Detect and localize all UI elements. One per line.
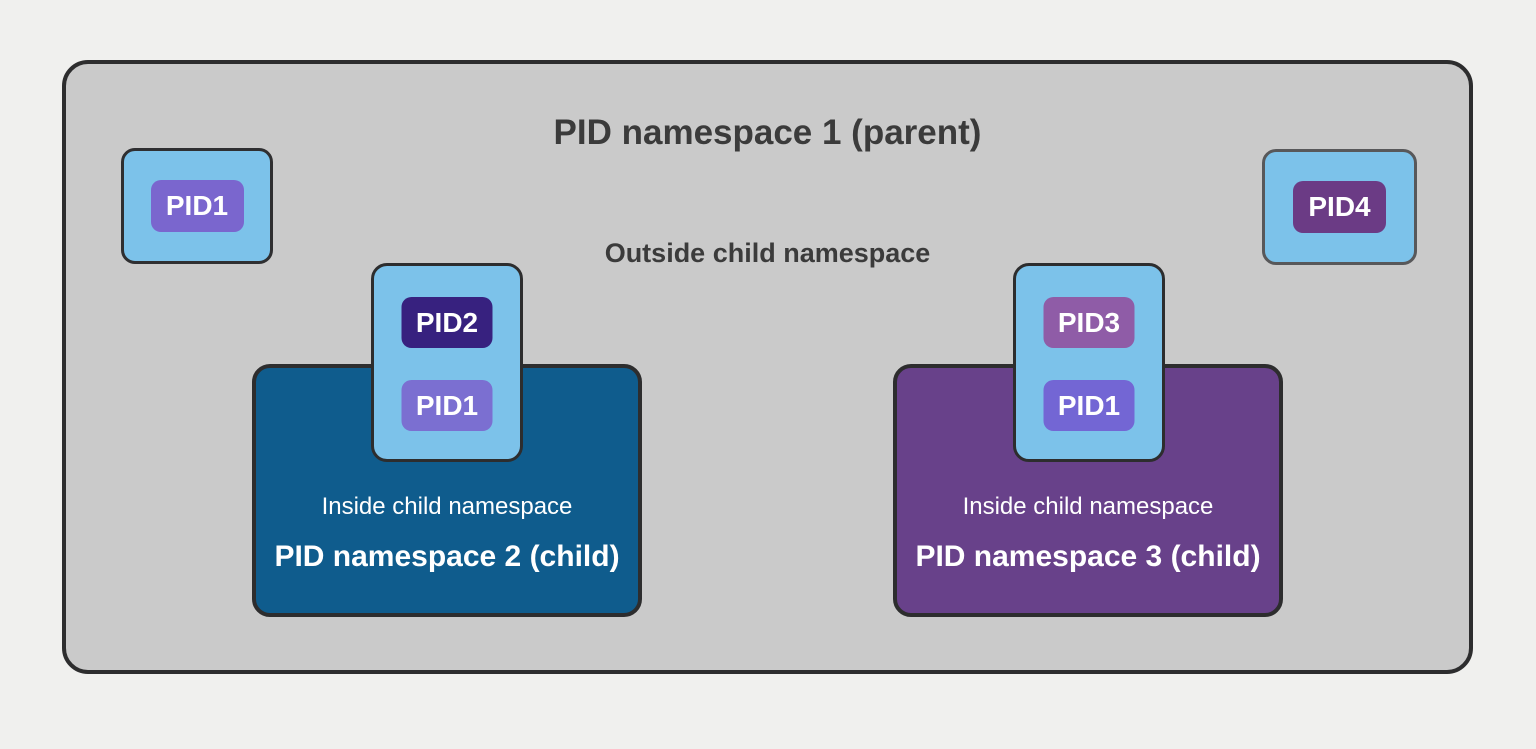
- inside-child-namespace-label: Inside child namespace: [962, 493, 1214, 520]
- bridge-process-box-ns2: PID2 PID1: [371, 263, 523, 462]
- inside-child-namespace-label: Inside child namespace: [321, 493, 573, 520]
- pid-badge: PID3: [1043, 297, 1135, 348]
- child-namespace-3-title: PID namespace 3 (child): [915, 540, 1261, 573]
- bridge-process-box-ns3: PID3 PID1: [1013, 263, 1165, 462]
- pid-badge: PID1: [401, 380, 493, 431]
- pid-badge: PID1: [1043, 380, 1135, 431]
- pid-badge: PID2: [401, 297, 493, 348]
- outside-child-namespace-label: Outside child namespace: [604, 238, 931, 268]
- child-namespace-2-title: PID namespace 2 (child): [274, 540, 620, 573]
- process-box-parent-pid1: PID1: [121, 148, 273, 264]
- pid-badge: PID1: [150, 180, 244, 232]
- parent-namespace-title: PID namespace 1 (parent): [553, 113, 982, 152]
- process-box-parent-pid4: PID4: [1262, 149, 1417, 265]
- pid-badge: PID4: [1293, 181, 1386, 233]
